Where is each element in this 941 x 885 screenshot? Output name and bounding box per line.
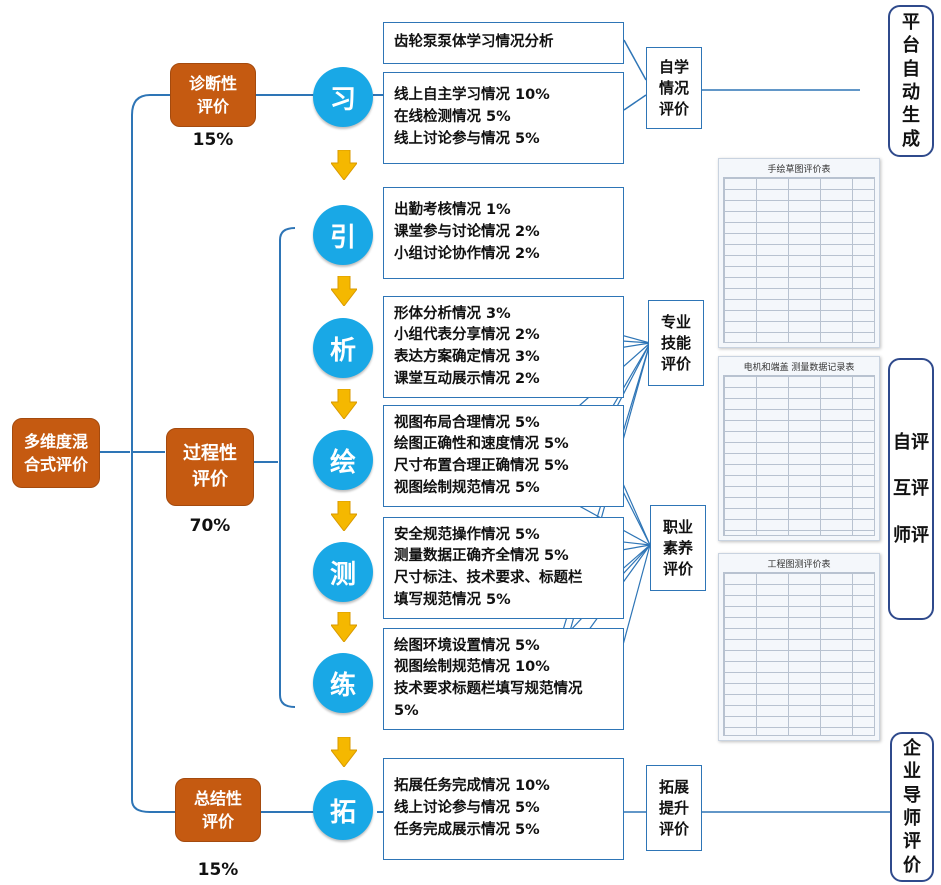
eval-professional-quality-label: 职业 素养 评价 <box>662 517 693 578</box>
step-lian: 练 <box>313 653 373 713</box>
criteria-line: 视图绘制规范情况 10% <box>394 659 550 676</box>
phase-summary-percent: 15% <box>197 860 239 880</box>
criteria-box-yin: 出勤考核情况 1% 课堂参与讨论情况 2% 小组讨论协作情况 2% <box>383 187 624 279</box>
eval-extension-label: 拓展 提升 评价 <box>658 777 689 838</box>
down-arrow-icon <box>331 501 357 531</box>
eval-professional-skill: 专业 技能 评价 <box>648 300 704 386</box>
criteria-line: 齿轮泵泵体学习情况分析 <box>394 34 554 51</box>
criteria-line: 技术要求标题栏填写规范情况 <box>394 681 583 697</box>
step-xi-analysis: 析 <box>313 318 373 378</box>
eval-extension: 拓展 提升 评价 <box>646 765 702 851</box>
root-label: 多维度混 合式评价 <box>23 431 88 474</box>
criteria-box-ce: 安全规范操作情况 5% 测量数据正确齐全情况 5% 尺寸标注、技术要求、标题栏 … <box>383 517 624 619</box>
phase-summary: 总结性 评价 <box>175 778 261 842</box>
eval-professional-skill-label: 专业 技能 评价 <box>660 312 691 373</box>
criteria-line: 出勤考核情况 1% <box>394 202 511 219</box>
phase-diagnostic-percent: 15% <box>192 130 234 150</box>
phase-process-label: 过程性 评价 <box>183 442 237 490</box>
criteria-box-analysis: 形体分析情况 3% 小组代表分享情况 2% 表达方案确定情况 3% 课堂互动展示… <box>383 296 624 398</box>
criteria-line: 课堂互动展示情况 2% <box>394 370 540 387</box>
side-enterprise-mentor-label: 企 业 导 师 评 价 <box>903 737 921 876</box>
criteria-line: 线上讨论参与情况 5% <box>394 800 540 817</box>
down-arrow-icon <box>331 389 357 419</box>
side-self-peer-teacher: 自评 互评 师评 <box>888 358 934 620</box>
criteria-line: 5% <box>394 702 419 719</box>
criteria-line: 视图布局合理情况 5% <box>394 414 540 431</box>
step-yin: 引 <box>313 205 373 265</box>
form-grid <box>723 375 875 536</box>
phase-process-percent: 70% <box>189 516 231 536</box>
eval-self-study-label: 自学 情况 评价 <box>658 57 689 118</box>
criteria-line: 视图绘制规范情况 5% <box>394 479 540 496</box>
criteria-line: 在线检测情况 5% <box>394 109 511 126</box>
step-hui: 绘 <box>313 430 373 490</box>
criteria-line: 线上自主学习情况 10% <box>394 87 550 104</box>
form-thumbnail: 电机和端盖 测量数据记录表 <box>718 356 880 541</box>
criteria-line: 表达方案确定情况 3% <box>394 349 540 365</box>
form-grid <box>723 177 875 343</box>
side-enterprise-mentor: 企 业 导 师 评 价 <box>890 732 934 882</box>
form-title: 电机和端盖 测量数据记录表 <box>743 363 855 373</box>
form-title: 工程图测评价表 <box>767 560 831 570</box>
criteria-line: 绘图正确性和速度情况 5% <box>394 436 569 453</box>
criteria-line: 形体分析情况 3% <box>394 305 511 322</box>
criteria-line: 尺寸布置合理正确情况 5% <box>394 458 569 474</box>
criteria-line: 测量数据正确齐全情况 5% <box>394 548 569 565</box>
down-arrow-icon <box>331 612 357 642</box>
down-arrow-icon <box>331 276 357 306</box>
criteria-line: 课堂参与讨论情况 2% <box>394 224 540 241</box>
criteria-box-tuo: 拓展任务完成情况 10% 线上讨论参与情况 5% 任务完成展示情况 5% <box>383 758 624 860</box>
phase-summary-label: 总结性 评价 <box>193 788 242 831</box>
criteria-line: 小组讨论协作情况 2% <box>394 245 540 262</box>
criteria-line: 拓展任务完成情况 10% <box>394 778 550 795</box>
criteria-line: 尺寸标注、技术要求、标题栏 <box>394 570 583 586</box>
root-node: 多维度混 合式评价 <box>12 418 100 488</box>
criteria-box-lian: 绘图环境设置情况 5% 视图绘制规范情况 10% 技术要求标题栏填写规范情况 5… <box>383 628 624 730</box>
step-tuo: 拓 <box>313 780 373 840</box>
step-ce: 测 <box>313 542 373 602</box>
eval-self-study: 自学 情况 评价 <box>646 47 702 129</box>
criteria-line: 填写规范情况 5% <box>394 591 511 608</box>
side-self-peer-teacher-label: 自评 互评 师评 <box>893 431 929 547</box>
side-platform-auto-label: 平 台 自 动 生 成 <box>902 11 920 150</box>
down-arrow-icon <box>331 737 357 767</box>
criteria-line: 小组代表分享情况 2% <box>394 327 540 344</box>
phase-diagnostic-label: 诊断性 评价 <box>188 73 237 116</box>
side-platform-auto: 平 台 自 动 生 成 <box>888 5 934 157</box>
criteria-line: 安全规范操作情况 5% <box>394 526 540 543</box>
criteria-box-pre: 齿轮泵泵体学习情况分析 <box>383 22 624 64</box>
down-arrow-icon <box>331 150 357 180</box>
phase-diagnostic: 诊断性 评价 <box>170 63 256 127</box>
form-title: 手绘草图评价表 <box>767 165 831 175</box>
eval-professional-quality: 职业 素养 评价 <box>650 505 706 591</box>
form-thumbnail: 工程图测评价表 <box>718 553 880 741</box>
step-xi: 习 <box>313 67 373 127</box>
criteria-line: 任务完成展示情况 5% <box>394 821 540 838</box>
form-grid <box>723 572 875 736</box>
form-thumbnail: 手绘草图评价表 <box>718 158 880 348</box>
criteria-box-xi: 线上自主学习情况 10% 在线检测情况 5% 线上讨论参与情况 5% <box>383 72 624 164</box>
criteria-box-hui: 视图布局合理情况 5% 绘图正确性和速度情况 5% 尺寸布置合理正确情况 5% … <box>383 405 624 507</box>
criteria-line: 线上讨论参与情况 5% <box>394 130 540 147</box>
criteria-line: 绘图环境设置情况 5% <box>394 637 540 654</box>
phase-process: 过程性 评价 <box>166 428 254 506</box>
